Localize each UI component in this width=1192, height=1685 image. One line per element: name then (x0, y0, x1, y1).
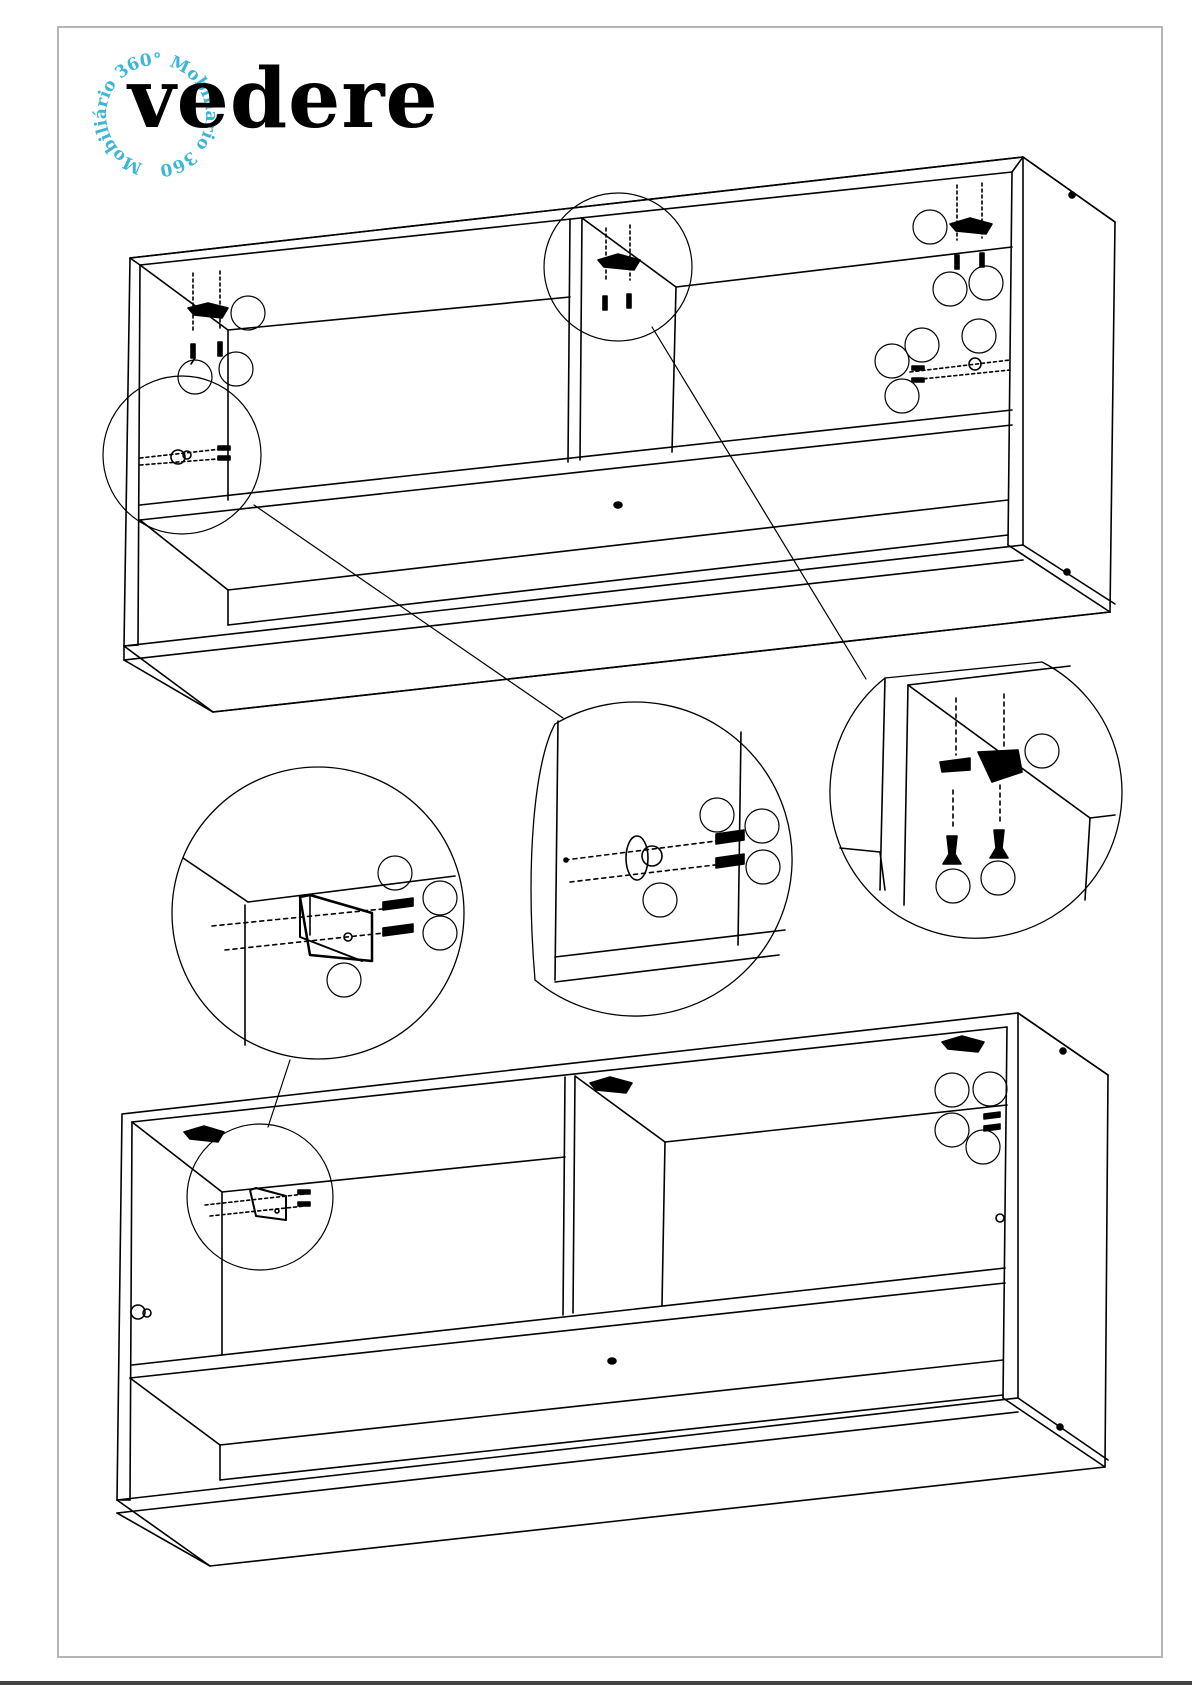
zoom-ring-bracket (187, 1124, 333, 1270)
fitting-top-left (188, 271, 228, 364)
cam-lock-left (140, 446, 230, 465)
top-cabinet (103, 157, 1115, 718)
fitting-top-right (950, 183, 992, 269)
fitting-top-center (598, 225, 640, 310)
callout-bubbles-top (178, 210, 1003, 413)
bottom-cabinet (117, 1013, 1108, 1566)
detail-cam-lock (531, 702, 792, 1016)
page-bottom-rule (0, 1681, 1192, 1685)
detail-bracket (172, 767, 464, 1127)
detail-hanging-fitting (830, 662, 1122, 938)
